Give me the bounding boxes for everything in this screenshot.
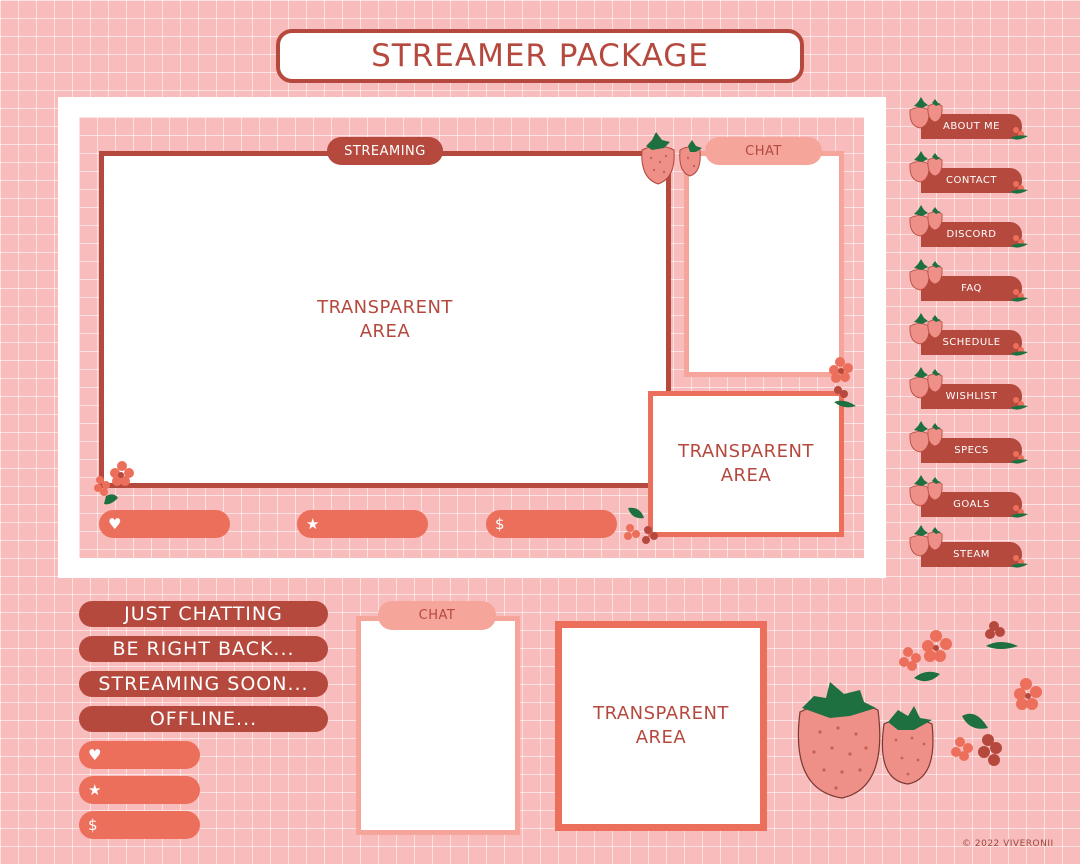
dollar-alert-bar: $ — [486, 510, 617, 538]
dollar-alert-bar-standalone: $ — [79, 811, 200, 839]
cam-transparent-area: TRANSPARENT AREA — [648, 391, 844, 537]
chat-box — [684, 151, 844, 377]
star-icon: ★ — [306, 515, 320, 533]
dollar-icon: $ — [495, 515, 505, 533]
heart-alert-bar-standalone: ♥ — [79, 741, 200, 769]
page-title: STREAMER PACKAGE — [276, 29, 804, 83]
scene-offline: OFFLINE... — [79, 706, 328, 732]
main-transparent-area: TRANSPARENT AREA — [99, 151, 671, 488]
panel-strawberry-icons — [909, 96, 1029, 569]
strawberry-icon — [797, 621, 1042, 799]
star-icon: ★ — [88, 781, 102, 799]
scene-just-chatting: JUST CHATTING — [79, 601, 328, 627]
cam-area-line1: TRANSPARENT — [678, 441, 814, 462]
chat-label-standalone: CHAT — [378, 601, 496, 630]
star-alert-bar-standalone: ★ — [79, 776, 200, 804]
flower-icon — [624, 507, 658, 544]
cam-transparent-area-standalone: TRANSPARENT AREA — [555, 621, 767, 831]
dollar-icon: $ — [88, 816, 98, 834]
scene-streaming-soon: STREAMING SOON... — [79, 671, 328, 697]
panel-wishlist: WISHLIST — [921, 384, 1022, 409]
chat-label: CHAT — [705, 137, 822, 165]
streaming-label: STREAMING — [327, 137, 443, 165]
cam-area-line2: AREA — [720, 465, 772, 486]
main-area-line2: AREA — [359, 320, 411, 342]
heart-icon: ♥ — [108, 515, 122, 533]
flower-icon — [94, 461, 134, 505]
copyright: © 2022 VIVERONII — [962, 839, 1054, 849]
panel-faq: FAQ — [921, 276, 1022, 301]
strawberry-icon — [641, 132, 702, 185]
cam2-area-line2: AREA — [635, 727, 687, 748]
flower-icon — [829, 357, 856, 408]
scene-be-right-back: BE RIGHT BACK... — [79, 636, 328, 662]
main-area-line1: TRANSPARENT — [317, 296, 453, 318]
heart-icon: ♥ — [88, 746, 102, 764]
cam2-area-line1: TRANSPARENT — [593, 703, 729, 724]
heart-alert-bar: ♥ — [99, 510, 230, 538]
star-alert-bar: ★ — [297, 510, 428, 538]
chat-box-standalone — [356, 616, 520, 835]
